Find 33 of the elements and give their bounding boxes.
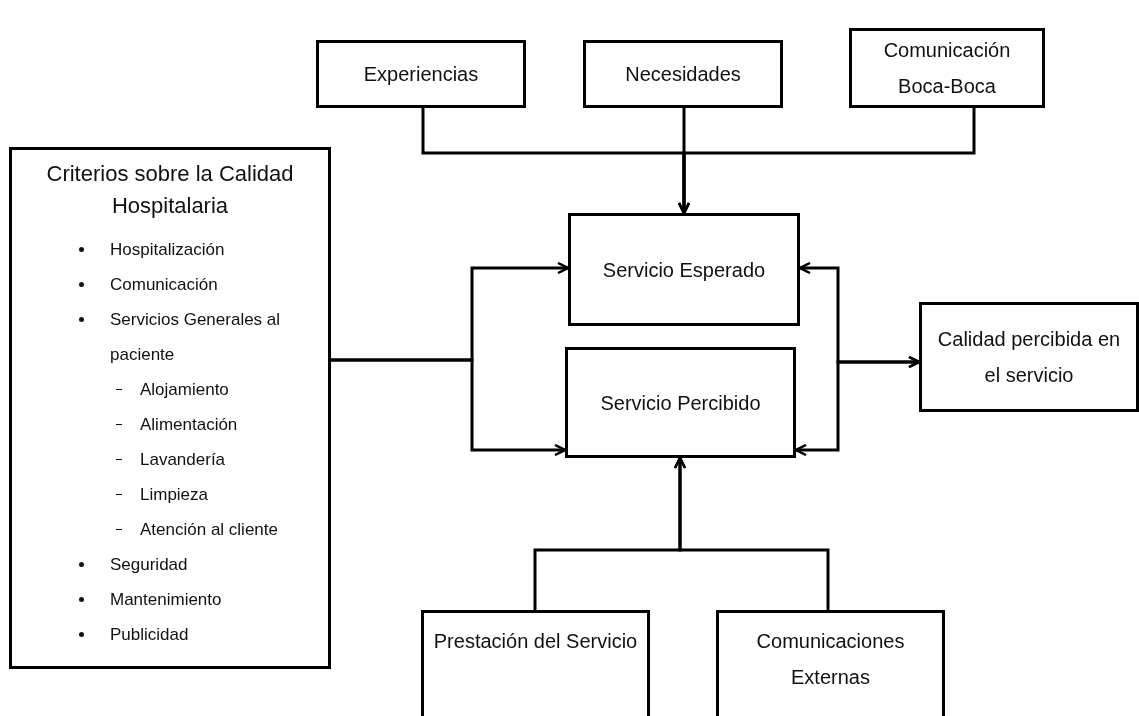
- arrow: [331, 358, 567, 457]
- arrow: [794, 355, 921, 457]
- box-heading: Criterios sobre la Calidad Hospitalaria: [45, 160, 295, 220]
- list-item: Comunicación: [75, 267, 325, 302]
- process-box: [716, 610, 945, 716]
- box-label: Experiencias: [362, 62, 480, 87]
- list-item: Limpieza: [116, 477, 316, 512]
- process-box: [849, 28, 1045, 108]
- arrow: [673, 456, 830, 610]
- process-box: [421, 610, 650, 716]
- list-item: Mantenimiento: [75, 582, 325, 617]
- list-item: Alimentación: [116, 407, 316, 442]
- process-box: [583, 40, 783, 108]
- list-item: Lavandería: [116, 442, 316, 477]
- list-item: Publicidad: [75, 617, 325, 652]
- box-label: Prestación del Servicio: [432, 629, 639, 654]
- process-box: [316, 40, 526, 108]
- box-label: Comunicaciones Externas: [755, 629, 906, 690]
- list-item: Atención al cliente: [116, 512, 316, 547]
- process-box: [568, 213, 800, 326]
- box-label: Calidad percibida en el servicio: [936, 327, 1122, 388]
- list-item: Alojamiento: [116, 372, 316, 407]
- box-label: Necesidades: [624, 62, 742, 87]
- box-label: Servicio Esperado: [601, 257, 767, 283]
- list-item: Hospitalización: [75, 232, 325, 267]
- box-label: Servicio Percibido: [599, 390, 762, 416]
- process-box: [9, 147, 331, 669]
- list-item: Seguridad: [75, 547, 325, 582]
- process-box: [565, 347, 796, 458]
- box-label: Comunicación Boca-Boca: [882, 38, 1012, 99]
- process-box: [919, 302, 1139, 412]
- list-item: Servicios Generales al paciente: [75, 302, 325, 372]
- arrow: [677, 108, 976, 215]
